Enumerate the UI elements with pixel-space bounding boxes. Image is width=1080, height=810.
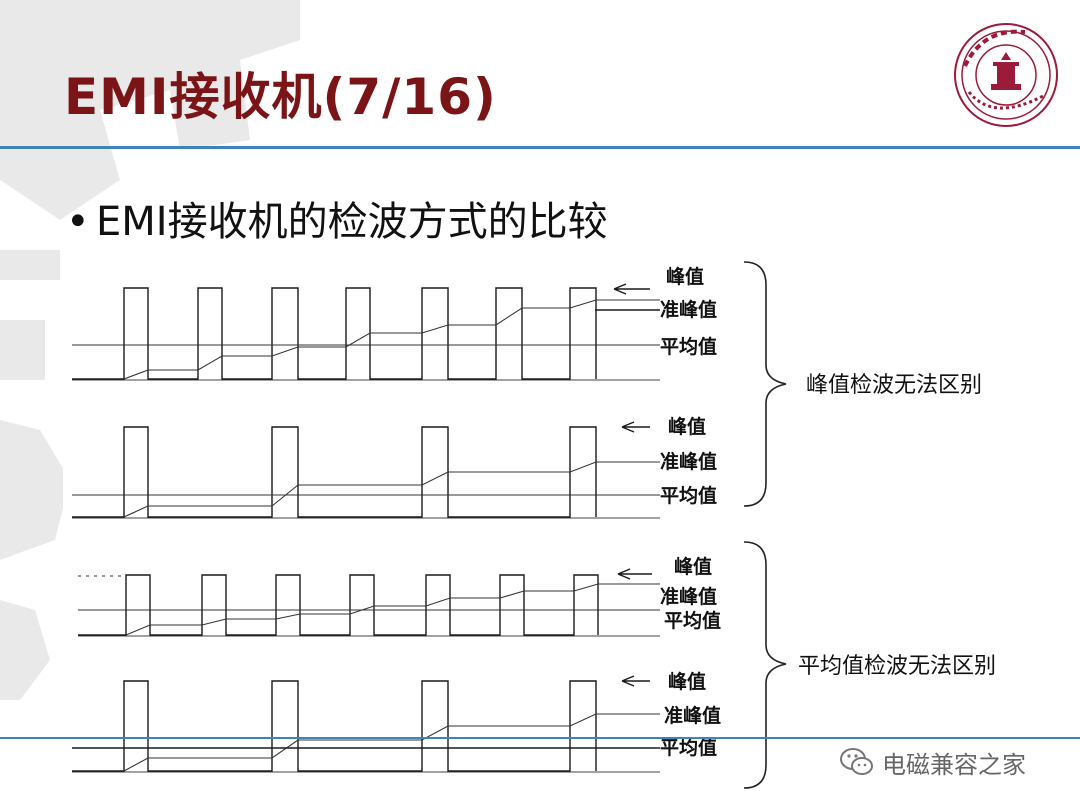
average-label: 平均值 bbox=[664, 609, 721, 632]
peak-label: 峰值 bbox=[668, 670, 706, 693]
brace-top-icon bbox=[743, 261, 787, 507]
title-divider bbox=[0, 146, 1080, 149]
peak-label: 峰值 bbox=[668, 415, 706, 438]
page-title: EMI接收机(7/16) bbox=[64, 68, 497, 126]
wechat-icon bbox=[840, 748, 873, 775]
bullet-dot-icon: • bbox=[66, 199, 90, 245]
peak-label: 峰值 bbox=[674, 555, 712, 578]
group-note-peak: 峰值检波无法区别 bbox=[806, 373, 982, 398]
university-seal-icon bbox=[954, 23, 1058, 127]
quasi-peak-label: 准峰值 bbox=[664, 704, 721, 727]
waveform-panel-1: 峰值 准峰值 平均值 bbox=[72, 265, 717, 381]
quasi-peak-label: 准峰值 bbox=[660, 298, 717, 321]
peak-label: 峰值 bbox=[666, 265, 704, 288]
watermark-text: 电磁兼容之家 bbox=[882, 750, 1026, 779]
average-label: 平均值 bbox=[660, 484, 717, 507]
group-note-average: 平均值检波无法区别 bbox=[798, 654, 996, 679]
waveform-panel-2: 峰值 准峰值 平均值 bbox=[72, 415, 717, 519]
footer-divider bbox=[0, 737, 1080, 739]
quasi-peak-label: 准峰值 bbox=[660, 450, 717, 473]
bullet-text: EMI接收机的检波方式的比较 bbox=[96, 199, 608, 245]
brace-bottom-icon bbox=[743, 541, 787, 789]
waveform-panel-4: 峰值 准峰值 平均值 bbox=[72, 670, 721, 773]
average-label: 平均值 bbox=[660, 335, 717, 358]
watermark: 电磁兼容之家 bbox=[840, 742, 1026, 782]
waveform-panel-3: 峰值 准峰值 平均值 bbox=[78, 555, 721, 637]
diagram-background bbox=[63, 252, 763, 787]
average-label: 平均值 bbox=[660, 736, 717, 759]
bullet-point: •EMI接收机的检波方式的比较 bbox=[66, 202, 608, 242]
quasi-peak-label: 准峰值 bbox=[660, 585, 717, 608]
